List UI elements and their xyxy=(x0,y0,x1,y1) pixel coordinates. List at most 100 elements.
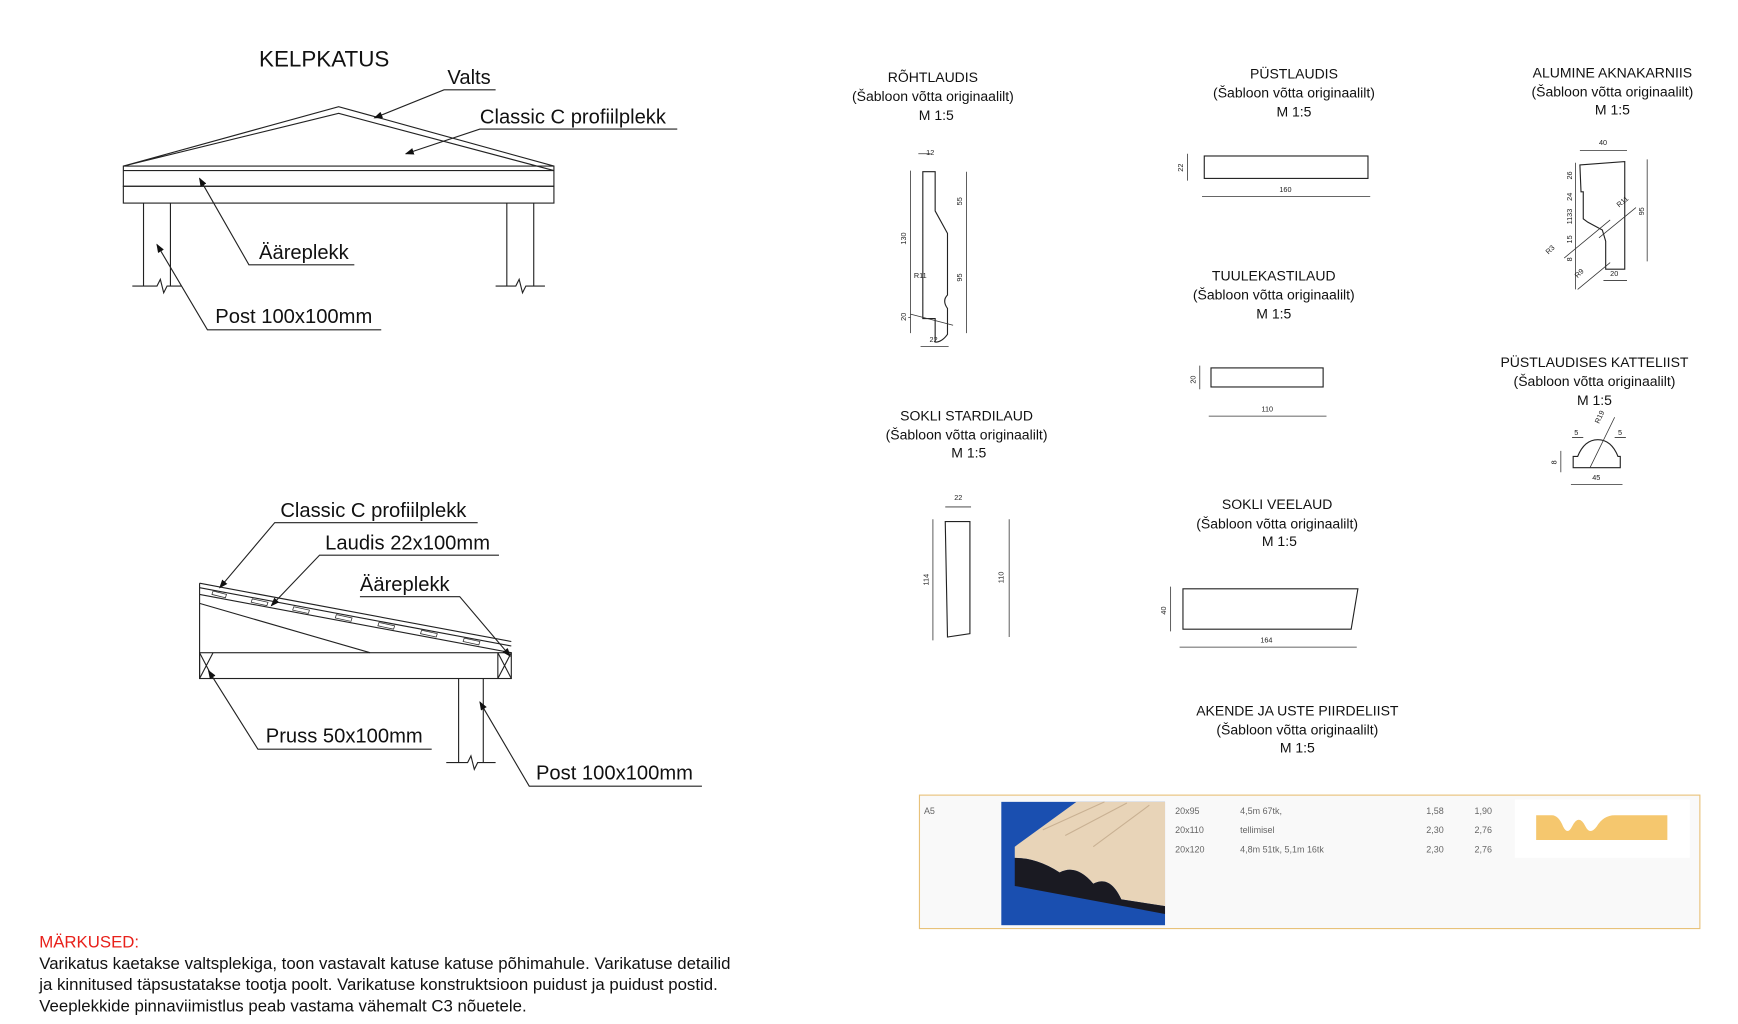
profile-pustlaudis: 22 160 xyxy=(1176,153,1371,197)
text-label: 8 xyxy=(1565,257,1574,261)
text-label: 26 xyxy=(1565,171,1574,179)
text-label: Laudis 22x100mm xyxy=(325,533,490,555)
text-label: 5 xyxy=(1618,428,1622,437)
label-valts: Valts xyxy=(373,67,496,119)
text-label: (Šabloon võtta originaalilt) xyxy=(886,427,1048,443)
text-label: Post 100x100mm xyxy=(215,306,372,328)
label-classic-c-top: Classic C profiilplekk xyxy=(404,106,678,155)
profile-tuulekastilaud: 20 110 xyxy=(1188,365,1327,417)
text-label: 95 xyxy=(955,273,964,281)
text-label: 110 xyxy=(997,572,1006,584)
text-label: 22 xyxy=(1176,164,1185,172)
text-label: Classic C profiilplekk xyxy=(280,500,467,522)
text-label: 20x110 xyxy=(1175,825,1204,835)
text-label: M 1:5 xyxy=(919,107,954,123)
text-label: 20 xyxy=(1610,269,1618,278)
text-label: M 1:5 xyxy=(1256,306,1291,322)
text-label: 20x95 xyxy=(1175,806,1199,816)
label-classic-c-bottom: Classic C profiilplekk xyxy=(219,500,478,589)
text-label: 164 xyxy=(1260,636,1272,645)
text-label: 130 xyxy=(899,232,908,244)
product-photo xyxy=(1001,801,1166,926)
text-label: 55 xyxy=(955,197,964,205)
text-label: 45 xyxy=(1592,473,1600,482)
text-label: R9 xyxy=(1573,267,1586,280)
text-label: Ääreplekk xyxy=(360,574,451,596)
label-pruss: Pruss 50x100mm xyxy=(207,669,432,750)
text-label: Pruss 50x100mm xyxy=(266,725,423,747)
text-label: R11 xyxy=(914,271,927,280)
table-row: 20x120 4,8m 51tk, 5,1m 16tk 2,30 2,76 xyxy=(1175,844,1492,854)
profile-title-katteliist: PÜSTLAUDISES KATTELIIST (Šabloon võtta o… xyxy=(1500,353,1688,408)
text-label: 2,30 xyxy=(1426,825,1443,835)
text-label: 110 xyxy=(1261,405,1273,414)
note-line: Veeplekkide pinnaviimistlus peab vastama… xyxy=(39,997,526,1016)
profile-title-piirdeliist: AKENDE JA USTE PIIRDELIIST (Šabloon võtt… xyxy=(1196,703,1399,756)
text-label: (Šabloon võtta originaalilt) xyxy=(852,88,1014,104)
text-label: PÜSTLAUDIS xyxy=(1250,65,1338,82)
label-post-top: Post 100x100mm xyxy=(156,243,382,331)
label-aareplekk-top: Ääreplekk xyxy=(199,177,355,266)
text-label: (Šabloon võtta originaalilt) xyxy=(1193,287,1355,303)
text-label: SOKLI VEELAUD xyxy=(1222,496,1333,512)
text-label: Post 100x100mm xyxy=(536,762,693,784)
notes: MÄRKUSED: Varikatus kaetakse valtsplekig… xyxy=(38,933,730,1016)
text-label: 2,76 xyxy=(1474,825,1491,835)
table-row: 20x110 tellimisel 2,30 2,76 xyxy=(1175,825,1492,835)
text-label: 20x120 xyxy=(1175,844,1204,854)
profile-katteliist: 5 5 R19 8 45 xyxy=(1549,409,1626,485)
product-table: A5 20x95 4,5m 67tk, 1,58 1,90 20x110 tel… xyxy=(918,794,1701,930)
profile-rohtlaudis: 12 130 20 55 95 22 R11 xyxy=(899,148,967,348)
text-label: RÕHTLAUDIS xyxy=(888,69,978,85)
text-label: M 1:5 xyxy=(1280,740,1315,756)
text-label: tellimisel xyxy=(1240,825,1274,835)
roof-section-drawing xyxy=(199,582,512,771)
text-label: 20 xyxy=(1188,376,1197,384)
roof-elevation-drawing xyxy=(122,106,555,295)
note-line: Varikatus kaetakse valtsplekiga, toon va… xyxy=(39,954,730,973)
text-label: 2,76 xyxy=(1474,844,1491,854)
text-label: 1,58 xyxy=(1426,806,1443,816)
text-label: AKENDE JA USTE PIIRDELIIST xyxy=(1196,703,1399,719)
text-label: 40 xyxy=(1599,138,1607,147)
text-label: (Šabloon võtta originaalilt) xyxy=(1213,85,1375,101)
text-label: Valts xyxy=(447,67,490,89)
text-label: R19 xyxy=(1593,409,1607,425)
text-label: 95 xyxy=(1637,207,1646,215)
text-label: 4,5m 67tk, xyxy=(1240,806,1282,816)
text-label: M 1:5 xyxy=(1276,104,1311,120)
text-label: 5 xyxy=(1574,428,1578,437)
profile-title-veelaud: SOKLI VEELAUD (Šabloon võtta originaalil… xyxy=(1196,496,1358,549)
text-label: 22 xyxy=(930,335,938,344)
profile-stardilaud: 22 114 110 xyxy=(921,493,1010,641)
notes-heading: MÄRKUSED: xyxy=(39,933,139,952)
profile-thumbnail xyxy=(1514,799,1690,858)
profile-title-tuulekastilaud: TUULEKASTILAUD (Šabloon võtta originaali… xyxy=(1193,267,1355,321)
text-label: (Šabloon võtta originaalilt) xyxy=(1196,515,1358,531)
label-post-bottom: Post 100x100mm xyxy=(479,701,702,787)
label-laudis: Laudis 22x100mm xyxy=(270,533,499,607)
text-label: 160 xyxy=(1279,185,1291,194)
text-label: 15 xyxy=(1565,235,1574,243)
text-label: (Šabloon võtta originaalilt) xyxy=(1216,722,1378,738)
text-label: 12 xyxy=(926,148,934,157)
text-label: Classic C profiilplekk xyxy=(480,106,667,128)
text-label: Ääreplekk xyxy=(259,242,350,264)
text-label: (Šabloon võtta originaalilt) xyxy=(1514,373,1676,389)
text-label: 8 xyxy=(1549,460,1558,464)
product-code: A5 xyxy=(924,806,935,816)
text-label: 40 xyxy=(1159,607,1168,615)
profile-title-aknakarniis: ALUMINE AKNAKARNIIS (Šabloon võtta origi… xyxy=(1531,65,1693,118)
text-label: R3 xyxy=(1544,243,1557,256)
text-label: SOKLI STARDILAUD xyxy=(900,408,1033,424)
text-label: 24 xyxy=(1565,193,1574,201)
text-label: ALUMINE AKNAKARNIIS xyxy=(1533,65,1693,81)
text-label: 2,30 xyxy=(1426,844,1443,854)
text-label: M 1:5 xyxy=(1577,392,1612,408)
text-label: 20 xyxy=(899,313,908,321)
text-label: M 1:5 xyxy=(1595,102,1630,118)
text-label: (Šabloon võtta originaalilt) xyxy=(1531,84,1693,100)
main-title: KELPKATUS xyxy=(259,46,389,71)
text-label: 1133 xyxy=(1565,209,1574,225)
